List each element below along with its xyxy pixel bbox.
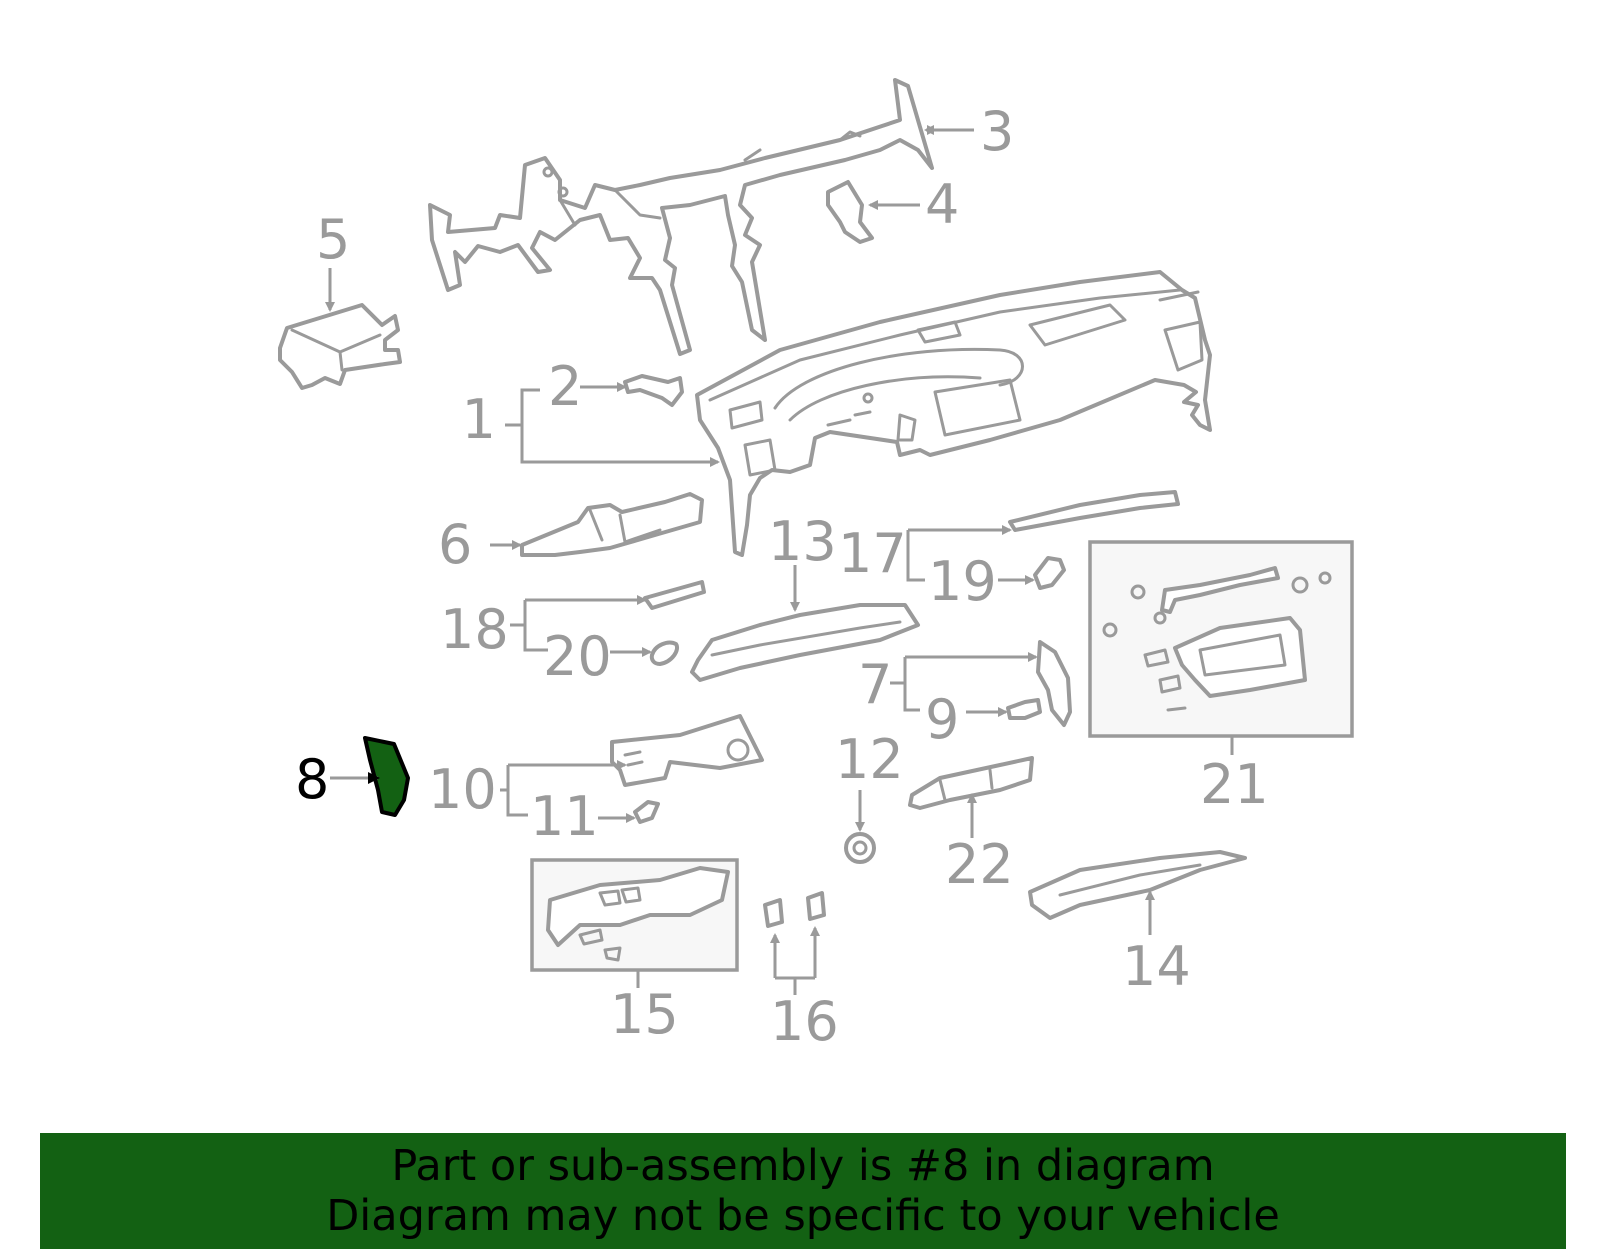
- part-22-register[interactable]: [908, 756, 1034, 810]
- part-6-lower-panel[interactable]: [520, 492, 704, 557]
- callout-19[interactable]: 19: [928, 550, 997, 613]
- callout-15[interactable]: 15: [610, 983, 679, 1046]
- part-18-bezel-strip[interactable]: [643, 580, 706, 610]
- part-8-highlighted[interactable]: [363, 736, 410, 817]
- callout-12[interactable]: 12: [835, 728, 904, 791]
- part-13-meter-hood[interactable]: [690, 603, 920, 682]
- part-2-clip[interactable]: [623, 374, 684, 407]
- part-3-reinforcement[interactable]: [428, 78, 934, 356]
- info-banner: Part or sub-assembly is #8 in diagram Di…: [40, 1133, 1566, 1249]
- callout-21[interactable]: 21: [1200, 753, 1269, 816]
- callout-5[interactable]: 5: [316, 208, 350, 271]
- callout-11[interactable]: 11: [530, 785, 599, 848]
- part-17-trim-strip[interactable]: [1008, 490, 1180, 532]
- part-15-box[interactable]: [530, 858, 739, 972]
- callout-17[interactable]: 17: [838, 522, 907, 585]
- leaders: [325, 125, 1234, 995]
- part-9-clip[interactable]: [1006, 698, 1042, 720]
- part-4-bracket[interactable]: [826, 180, 874, 244]
- part-1-instrument-panel[interactable]: [695, 270, 1212, 557]
- part-19-switch[interactable]: [1033, 556, 1066, 590]
- part-12-grommet[interactable]: [844, 832, 876, 864]
- part-11-clip[interactable]: [633, 800, 660, 824]
- callout-10[interactable]: 10: [428, 758, 497, 821]
- callout-7[interactable]: 7: [858, 653, 892, 716]
- callout-13[interactable]: 13: [768, 510, 837, 573]
- callout-2[interactable]: 2: [548, 355, 582, 418]
- callout-6[interactable]: 6: [438, 513, 472, 576]
- callout-20[interactable]: 20: [543, 625, 612, 688]
- part-5-airbag[interactable]: [278, 303, 402, 390]
- callout-8[interactable]: 8: [295, 748, 329, 811]
- banner-line-1: Part or sub-assembly is #8 in diagram: [391, 1141, 1215, 1191]
- callout-1[interactable]: 1: [462, 388, 496, 451]
- callout-18[interactable]: 18: [440, 598, 509, 661]
- callout-4[interactable]: 4: [925, 173, 959, 236]
- callout-9[interactable]: 9: [925, 688, 959, 751]
- callout-22[interactable]: 22: [945, 833, 1014, 896]
- part-14-lower-cover[interactable]: [1028, 850, 1247, 920]
- part-16-clips[interactable]: [763, 891, 826, 928]
- parts-diagram: 1 2 3 4 5 6 7 8 9 10 11 12 13 14 15 16 1…: [278, 78, 1354, 1053]
- callout-3[interactable]: 3: [980, 100, 1014, 163]
- part-7-side-panel[interactable]: [1036, 640, 1072, 727]
- part-10-finish-panel[interactable]: [610, 714, 764, 787]
- callout-labels: 1 2 3 4 5 6 7 8 9 10 11 12 13 14 15 16 1…: [295, 100, 1269, 1053]
- banner-line-2: Diagram may not be specific to your vehi…: [326, 1191, 1280, 1241]
- callout-14[interactable]: 14: [1122, 935, 1191, 998]
- callout-16[interactable]: 16: [770, 990, 839, 1053]
- part-21-box[interactable]: [1088, 540, 1354, 738]
- part-20-knob[interactable]: [649, 640, 679, 666]
